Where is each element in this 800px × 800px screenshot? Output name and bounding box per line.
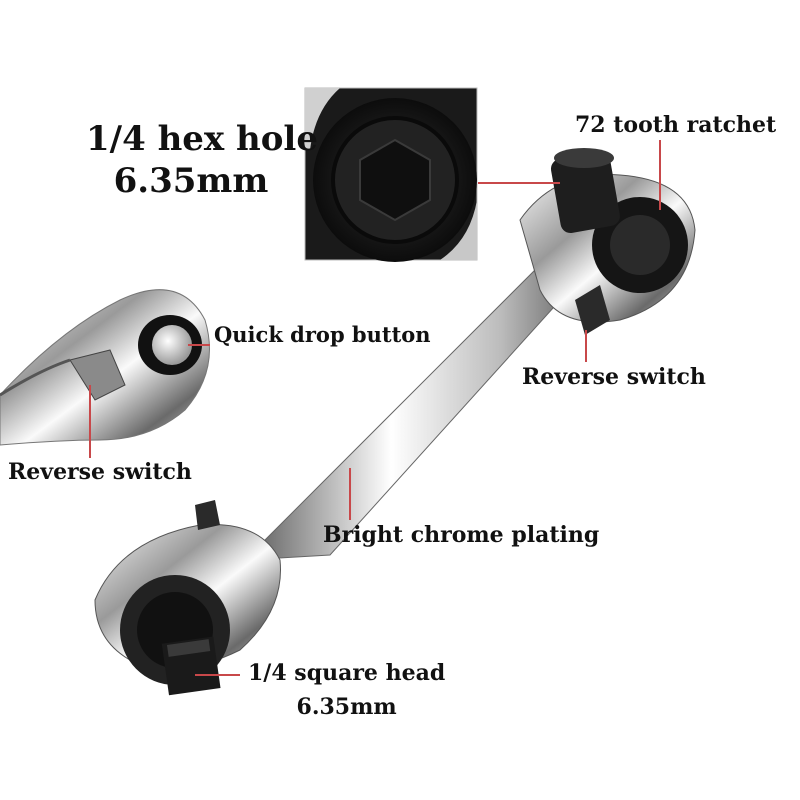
wrench: [94, 148, 696, 696]
square-head-label: 1/4 square head 6.35mm: [248, 660, 445, 720]
hex-socket-shape: [359, 138, 431, 222]
hex-hole-inset: [304, 87, 478, 262]
quick-drop-button-graphic: [152, 325, 192, 365]
square-head-line1: 1/4 square head: [248, 660, 446, 686]
square-head-line2: 6.35mm: [296, 694, 397, 720]
tooth-ratchet-label: 72 tooth ratchet: [575, 112, 777, 138]
hex-hole-line1: 1/4 hex hole: [86, 119, 318, 159]
chrome-plating-label: Bright chrome plating: [323, 522, 600, 548]
quick-drop-label: Quick drop button: [214, 322, 431, 347]
reverse-switch-left-label: Reverse switch: [8, 459, 192, 485]
hex-hole-title: 1/4 hex hole 6.35mm: [86, 118, 318, 202]
hex-hole-line2: 6.35mm: [113, 161, 269, 201]
callout-lines: [89, 140, 661, 676]
ratchet-head-closeup: [0, 289, 210, 446]
reverse-switch-right-label: Reverse switch: [522, 364, 706, 390]
